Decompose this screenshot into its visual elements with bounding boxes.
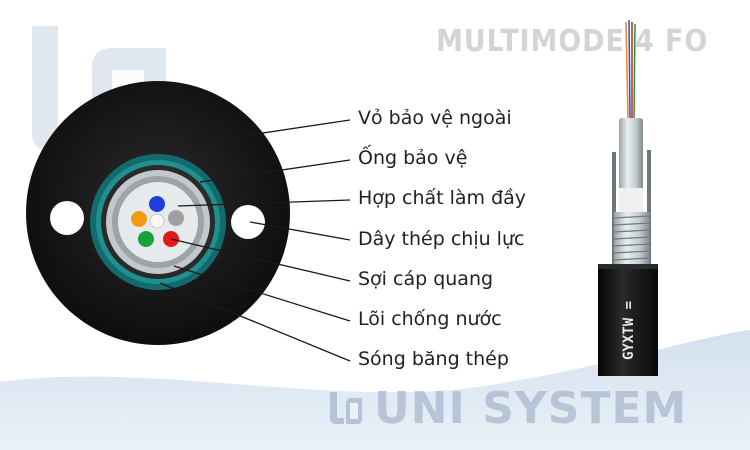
- background-wave: [0, 330, 750, 450]
- label-optical-fiber: Sợi cáp quang: [358, 268, 494, 290]
- leader-line-4: [249, 221, 351, 241]
- leader-line-6: [173, 265, 351, 322]
- brand-logo-icon: [330, 392, 362, 424]
- brand-name: UNI SYSTEM: [374, 382, 688, 434]
- product-title: MULTIMODE 4 FO: [436, 24, 709, 59]
- label-protective-tube: Ống bảo vệ: [358, 147, 468, 169]
- leader-line-3: [177, 199, 351, 207]
- leader-line-2: [199, 159, 351, 183]
- label-filling-compound: Hợp chất làm đầy: [358, 187, 527, 209]
- cable-side-view: GYXTW =: [598, 19, 658, 376]
- steel-wire-side-right: [647, 150, 651, 268]
- fiber-gray: [168, 210, 184, 226]
- fiber-blue: [149, 196, 165, 212]
- strength-wire-right: [231, 205, 265, 239]
- cable-cross-section: [26, 81, 290, 345]
- label-outer-jacket: Vỏ bảo vệ ngoài: [358, 107, 512, 129]
- brand-watermark: UNI SYSTEM: [328, 378, 687, 438]
- outer-jacket-side: [598, 266, 658, 376]
- leader-line-7: [159, 282, 351, 362]
- leader-lines: [159, 119, 351, 362]
- fiber-orange: [131, 211, 147, 227]
- leader-line-1: [181, 119, 351, 146]
- label-steel-strength-wire: Dây thép chịu lực: [358, 228, 525, 250]
- leader-line-5: [170, 238, 351, 282]
- fiber-green: [138, 231, 154, 247]
- label-water-blocking-core: Lõi chống nước: [358, 308, 502, 330]
- label-corrugated-steel-tape: Sóng băng thép: [358, 348, 509, 370]
- fiber-white: [149, 213, 165, 229]
- steel-wire-side-left: [612, 152, 616, 268]
- strength-wire-left: [50, 201, 84, 235]
- cable-print-text: GYXTW =: [621, 301, 637, 360]
